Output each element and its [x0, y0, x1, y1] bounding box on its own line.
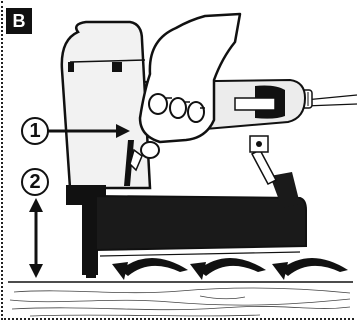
trigger-arrow: [48, 124, 130, 138]
hand: [138, 12, 242, 159]
callout-2: 2: [21, 168, 49, 196]
wood-floor: [8, 280, 353, 318]
nailer-magazine: [95, 135, 307, 257]
trigger: [124, 140, 143, 186]
dotted-frame: [1, 1, 354, 320]
motion-arrows: [112, 258, 348, 280]
callout-1: 1: [21, 117, 49, 145]
height-arrow: [29, 198, 43, 278]
panel-badge: B: [6, 8, 32, 34]
